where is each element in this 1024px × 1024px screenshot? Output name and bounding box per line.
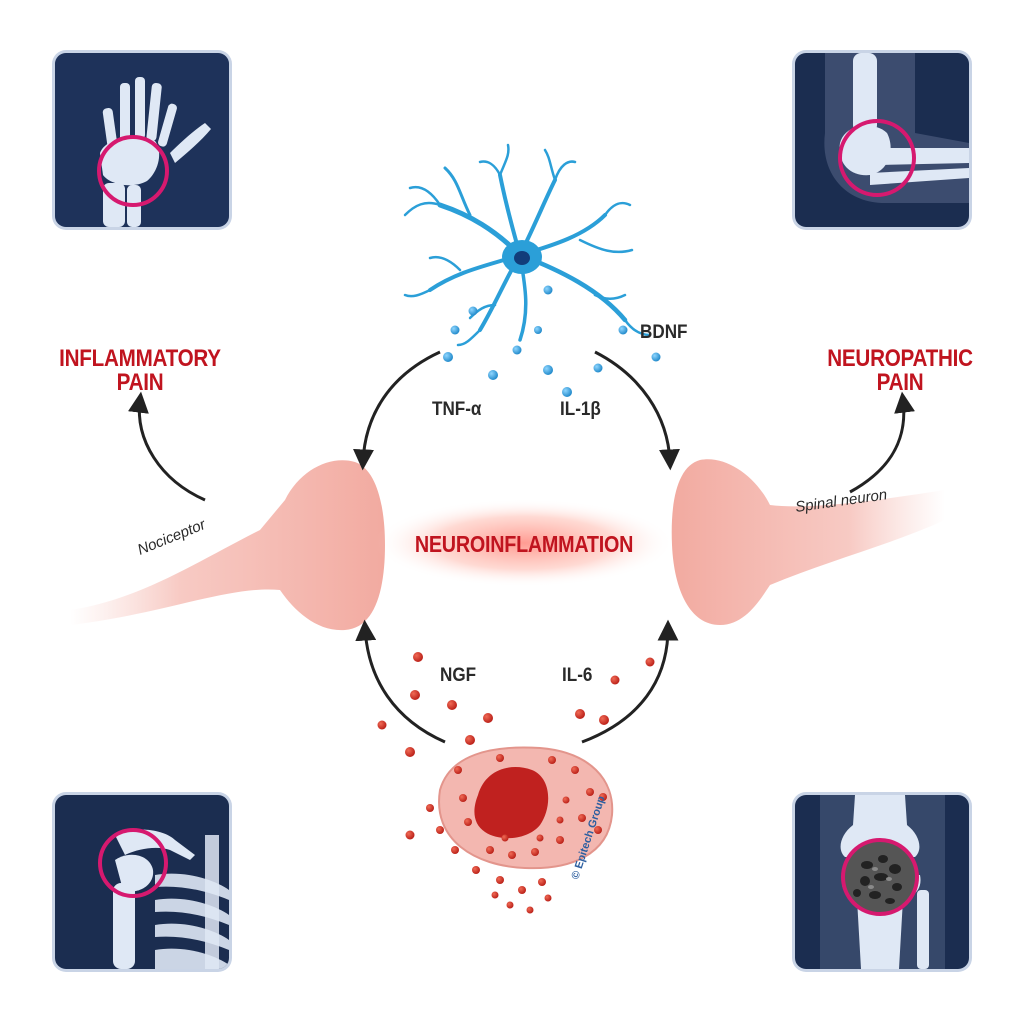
- nociceptor-neuron: [70, 460, 385, 631]
- inflammatory-pain-line-1: INFLAMMATORY: [59, 345, 221, 372]
- shoulder-xray-icon: [55, 795, 229, 969]
- arrow-bottom-left: [355, 619, 446, 744]
- arrow-top-left: [353, 350, 441, 471]
- inflammatory-pain-title: INFLAMMATORY PAIN: [37, 347, 243, 395]
- tnf-alpha-label: TNF-α: [432, 399, 482, 420]
- knee-xray-panel: [792, 792, 972, 972]
- elbow-xray-panel: [792, 50, 972, 230]
- mast-cell-icon: [438, 746, 614, 870]
- shoulder-xray-panel: [52, 792, 232, 972]
- hand-xray-panel: [52, 50, 232, 230]
- elbow-xray-icon: [795, 53, 969, 227]
- neuropathic-pain-line-1: NEUROPATHIC: [827, 345, 973, 372]
- blue-cytokine-dots: [443, 285, 661, 397]
- arrow-top-right: [594, 350, 680, 471]
- knee-xray-icon: [795, 795, 969, 969]
- red-mediator-dots: [377, 652, 655, 914]
- neuroinflammation-glow: [374, 499, 674, 587]
- hand-xray-icon: [55, 53, 229, 227]
- nociceptor-label: Nociceptor: [135, 516, 209, 559]
- arrow-to-inflammatory-pain: [128, 391, 206, 502]
- ngf-label: NGF: [440, 665, 477, 686]
- spinal-neuron: [671, 459, 945, 625]
- il-6-label: IL-6: [562, 665, 593, 686]
- glial-cell-nucleus: [514, 251, 530, 265]
- neuropathic-pain-title: NEUROPATHIC PAIN: [805, 347, 994, 395]
- neuroinflammation-label: NEUROINFLAMMATION: [414, 531, 634, 557]
- bdnf-label: BDNF: [640, 322, 688, 343]
- neuropathic-pain-line-2: PAIN: [876, 369, 924, 396]
- arrow-to-neuropathic-pain: [849, 391, 915, 494]
- inflammatory-pain-line-2: PAIN: [116, 369, 164, 396]
- il-1-beta-label: IL-1β: [560, 399, 601, 420]
- arrow-bottom-right: [581, 619, 679, 744]
